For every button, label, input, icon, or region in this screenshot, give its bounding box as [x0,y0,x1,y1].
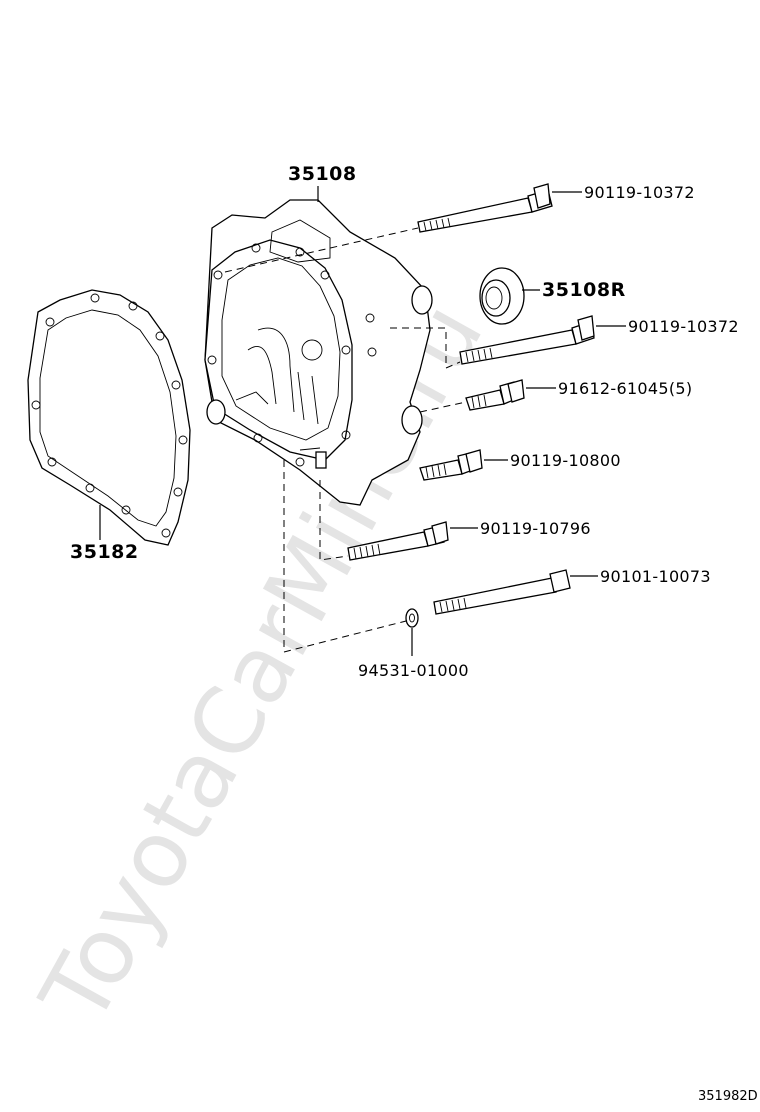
bolt-91612-61045[interactable] [465,379,525,411]
label-35182: 35182 [70,541,139,563]
bolt-90119-10372-top[interactable] [417,183,553,233]
extension-housing-35108[interactable] [204,199,433,506]
bolt-90119-10372-upper[interactable] [459,315,595,365]
drawing-code: 351982D [698,1089,758,1104]
gasket-35182[interactable] [27,289,191,546]
bolt-90101-10073[interactable] [433,569,571,615]
label-90119-10796: 90119-10796 [480,519,591,538]
bolt-90119-10796[interactable] [347,521,449,561]
oil-seal-35108R[interactable] [479,267,525,325]
dashed-guides [224,227,467,653]
label-35108R: 35108R [542,279,626,301]
bolt-90119-10800[interactable] [419,449,483,481]
label-90119-10372-upper: 90119-10372 [628,317,739,336]
label-94531-01000: 94531-01000 [358,661,469,680]
label-90101-10073: 90101-10073 [600,567,711,586]
washer-94531-01000[interactable] [405,608,419,628]
label-90119-10372-top: 90119-10372 [584,183,695,202]
label-91612-61045: 91612-61045(5) [558,379,692,398]
label-90119-10800: 90119-10800 [510,451,621,470]
label-35108: 35108 [288,163,357,185]
